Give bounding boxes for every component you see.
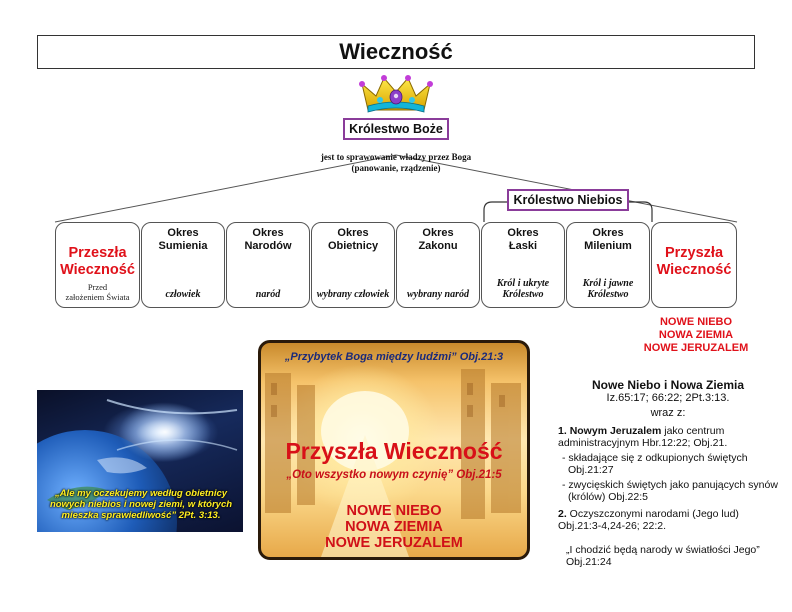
info-with: wraz z: — [650, 407, 686, 419]
new-jerusalem-image-panel: „Przybytek Boga między ludźmi” Obj.21:3 … — [258, 340, 530, 560]
city-red-line: NOWA ZIEMIA — [345, 519, 443, 535]
city-red-line: NOWE NIEBO — [346, 503, 442, 519]
new-heaven-info: Nowe Niebo i Nowa Ziemia Iz.65:17; 66:22… — [558, 378, 778, 568]
period-sub-line: naród — [255, 289, 281, 300]
period-sub-line: wybrany człowiek — [316, 289, 390, 300]
kingdom-of-god-box: Królestwo Boże — [343, 118, 449, 140]
info-refs: Iz.65:17; 66:22; 2Pt.3:13. — [606, 392, 730, 404]
past-eternity-title-line: Wieczność — [60, 262, 135, 278]
page-title: Wieczność — [339, 39, 453, 64]
earth-image-panel: „Ale my oczekujemy według obietnicy nowy… — [37, 390, 243, 532]
future-eternity-title: Przyszła Wieczność — [652, 245, 736, 279]
info-item-1-bold: Nowym Jeruzalem — [569, 425, 662, 437]
period-name-line: Milenium — [584, 240, 632, 252]
title-box: Wieczność — [37, 35, 755, 69]
info-item-1-text: jako centrum administracyjnym Hbr.12:22;… — [558, 425, 728, 449]
period-name-line: Sumienia — [158, 240, 208, 252]
info-item-2-text: Oczyszczonymi narodami (Jego lud) Obj.21… — [558, 508, 739, 532]
period-name-line: Okres — [167, 227, 199, 239]
new-heaven-line: NOWA ZIEMIA — [658, 329, 734, 341]
city-title: Przyszła Wieczność — [285, 438, 503, 464]
info-quote: „I chodzić będą narody w światłości Jego… — [566, 544, 760, 568]
city-red-line: NOWE JERUZALEM — [325, 535, 463, 551]
period-name-line: Obietnicy — [327, 240, 379, 252]
earth-globe-image — [37, 399, 238, 532]
future-eternity-title-line: Przyszła — [664, 245, 724, 261]
info-item-2: 2. Oczyszczonymi narodami (Jego lud) Obj… — [558, 508, 778, 532]
period-name-line: Narodów — [244, 240, 292, 252]
period-name-line: Okres — [592, 227, 624, 239]
period-name-line: Okres — [337, 227, 369, 239]
info-item-1: 1. Nowym Jeruzalem jako centrum administ… — [558, 425, 778, 449]
period-sub-line: Król i ukryte — [496, 278, 550, 289]
info-heading: Nowe Niebo i Nowa Ziemia — [591, 378, 745, 392]
future-eternity-title-line: Wieczność — [656, 262, 732, 278]
period-sub-line: człowiek — [165, 289, 201, 300]
past-eternity-sub: Przed założeniem Świata — [56, 282, 139, 302]
past-eternity-title-line: Przeszła — [68, 245, 127, 261]
info-item-1-num: 1. — [558, 425, 567, 437]
period-sub-line: Królestwo — [502, 289, 544, 300]
kingdom-of-heaven-label: Królestwo Niebios — [513, 193, 623, 207]
past-eternity-sub-line: Przed — [87, 282, 108, 292]
info-item-2-num: 2. — [558, 508, 567, 520]
city-image — [265, 369, 521, 557]
new-heaven-line: NOWE NIEBO — [659, 316, 733, 328]
future-eternity-box: Przyszła Wieczność — [651, 222, 737, 308]
past-eternity-sub-line: założeniem Świata — [65, 292, 130, 302]
period-name-line: Zakonu — [418, 240, 458, 252]
city-quote: „Oto wszystko nowym czynię” Obj.21:5 — [286, 469, 502, 481]
info-item-1-sub: - zwycięskich świętych jako panujących s… — [562, 479, 778, 503]
earth-quote: „Ale my oczekujemy według obietnicy nowy… — [49, 488, 233, 521]
period-sub-line: Królestwo — [587, 289, 629, 300]
past-eternity-box: Przeszła Wieczność Przed założeniem Świa… — [55, 222, 140, 308]
period-name-line: Łaski — [508, 240, 538, 252]
kingdom-note-line: jest to sprawowanie władzy przez Boga — [320, 152, 472, 162]
kingdom-of-heaven-box: Królestwo Niebios — [507, 189, 629, 211]
new-heaven-caption: NOWE NIEBO NOWA ZIEMIA NOWE JERUZALEM — [640, 316, 752, 355]
city-top-quote: „Przybytek Boga między ludźmi” Obj.21:3 — [284, 351, 504, 363]
past-eternity-title: Przeszła Wieczność — [56, 245, 139, 279]
kingdom-of-god-label: Królestwo Boże — [349, 122, 443, 136]
period-sub-line: Król i jawne — [582, 278, 634, 289]
period-sub-line: wybrany naród — [407, 289, 469, 300]
new-heaven-line: NOWE JERUZALEM — [643, 342, 749, 354]
kingdom-note-line: (panowanie, rządzenie) — [351, 163, 441, 173]
crown-icon — [359, 75, 433, 113]
info-item-1-sub: - składające się z odkupionych świętych … — [562, 452, 748, 476]
period-name-line: Okres — [507, 227, 539, 239]
kingdom-note: jest to sprawowanie władzy przez Boga (p… — [290, 152, 502, 174]
period-name-line: Okres — [422, 227, 454, 239]
period-name-line: Okres — [252, 227, 284, 239]
city-red-caption: NOWE NIEBO NOWA ZIEMIA NOWE JERUZALEM — [261, 503, 527, 551]
